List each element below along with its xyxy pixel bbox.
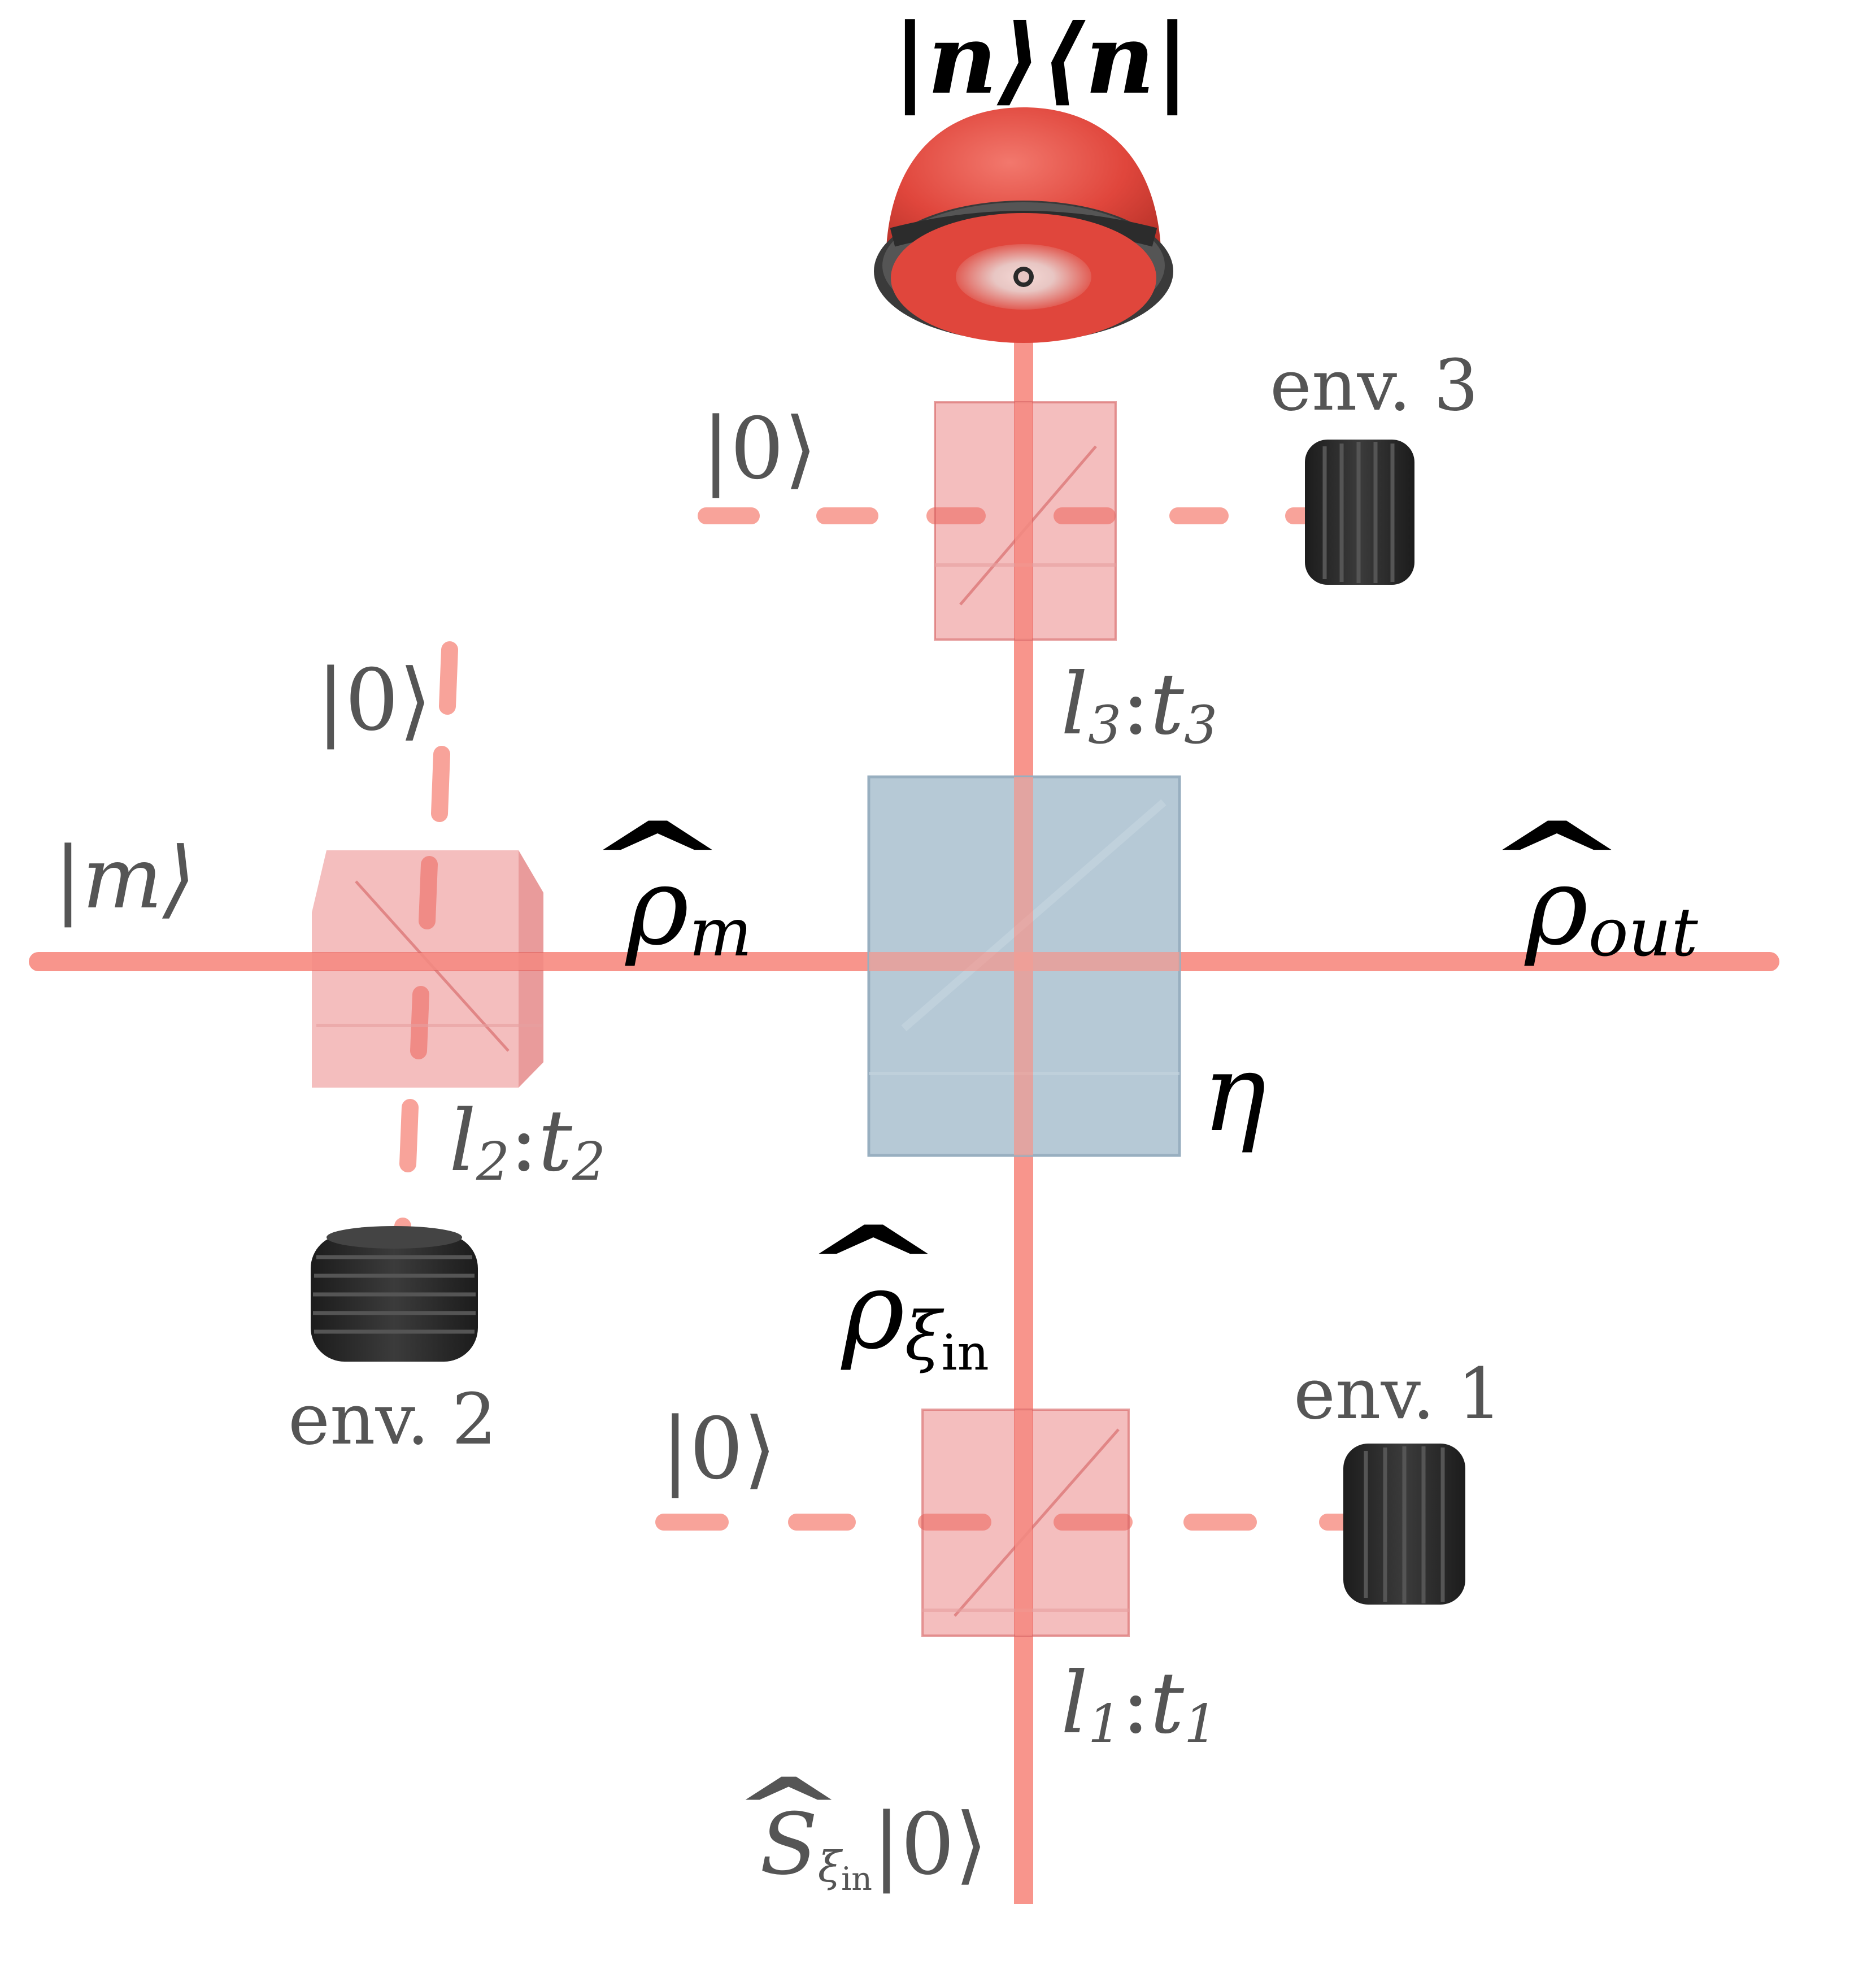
- loss-2-sep: :: [510, 1092, 538, 1190]
- env-3-label: env. 3: [1270, 345, 1479, 427]
- loss-3-label: l3:t3: [1061, 662, 1217, 751]
- source-state: |0⟩: [872, 1796, 988, 1894]
- loss-3-l: l: [1061, 655, 1088, 754]
- source-sub-in: in: [841, 1860, 873, 1898]
- loss-1-l: l: [1061, 1654, 1088, 1753]
- loss-1-t: t: [1150, 1654, 1184, 1753]
- vacuum-input-1-label: |0⟩: [661, 1400, 777, 1498]
- detector-projector-label: |n⟩⟨n|: [893, 3, 1190, 116]
- fock-input-m-label: |m⟩: [54, 829, 196, 928]
- loss-2-t-sub: 2: [572, 1131, 606, 1192]
- eta-label: η: [1202, 1031, 1266, 1155]
- rho-xi-symbol: ρ: [842, 1257, 905, 1364]
- loss-2-label: l2:t2: [449, 1099, 606, 1188]
- rho-m-label: ρm: [626, 853, 752, 966]
- beam-dump-icon: [1343, 1444, 1465, 1605]
- beam-dump-icon: [1305, 440, 1414, 585]
- vacuum-input-2-label: |0⟩: [316, 651, 432, 750]
- rho-xi-sub-in: in: [941, 1324, 989, 1382]
- rho-xi-in-label: ρξin: [842, 1257, 989, 1378]
- rho-m-symbol: ρ: [626, 853, 689, 960]
- rho-out-sub: out: [1588, 894, 1698, 972]
- vacuum-input-3-label: |0⟩: [702, 400, 817, 498]
- loss-port-2: [394, 641, 458, 1249]
- env-1-label: env. 1: [1294, 1353, 1503, 1435]
- rho-out-symbol: ρ: [1525, 853, 1588, 960]
- loss-1-sep: :: [1121, 1654, 1150, 1753]
- loss-3-t-sub: 3: [1183, 694, 1218, 755]
- loss-1-label: l1:t1: [1061, 1661, 1217, 1750]
- beam-overlay: [312, 402, 1032, 1636]
- loss-3-l-sub: 3: [1087, 694, 1122, 755]
- rho-xi-sub-xi: ξ: [904, 1298, 942, 1376]
- loss-1-l-sub: 1: [1087, 1693, 1122, 1754]
- loss-1-t-sub: 1: [1183, 1693, 1218, 1754]
- main-beamsplitter-eta: [867, 775, 1181, 1157]
- source-sub-xi: ξ: [817, 1841, 842, 1892]
- rho-out-label: ρout: [1525, 853, 1698, 966]
- rho-m-sub: m: [689, 894, 752, 972]
- loss-3-sep: :: [1121, 655, 1150, 754]
- source-operator: S: [760, 1802, 818, 1887]
- loss-2-l: l: [449, 1092, 476, 1190]
- photon-detector-icon: [874, 107, 1173, 343]
- loss-2-t: t: [538, 1092, 572, 1190]
- env-2-label: env. 2: [288, 1379, 497, 1461]
- loss-2-l-sub: 2: [476, 1131, 510, 1192]
- beam-dump-icon: [311, 1226, 478, 1362]
- loss-3-t: t: [1150, 655, 1184, 754]
- squeezed-source-label: Sξin|0⟩: [760, 1802, 988, 1895]
